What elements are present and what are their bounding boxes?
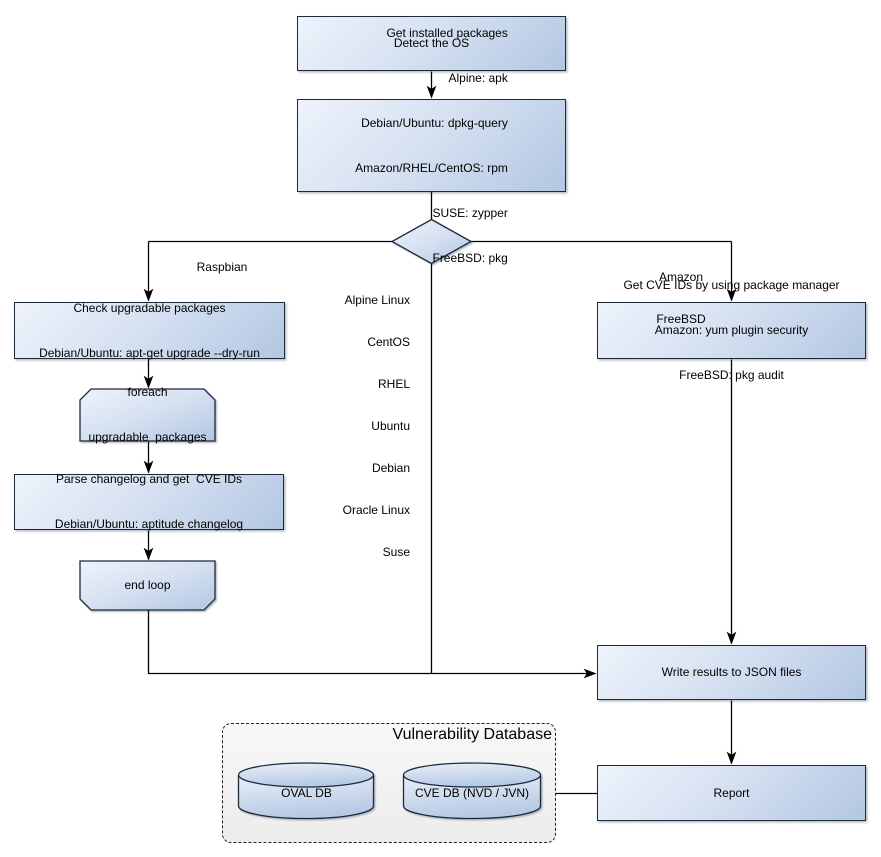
node-get-cve-ids: Get CVE IDs by using package manager Ama… bbox=[597, 278, 866, 382]
node-write-results: Write results to JSON files bbox=[597, 645, 866, 700]
text-line: Amazon: yum plugin security bbox=[654, 323, 809, 337]
text-line: FreeBSD: pkg audit bbox=[679, 368, 784, 382]
text-line: Debian/Ubuntu: aptitude changelog bbox=[54, 517, 244, 531]
text-line: Debian/Ubuntu: dpkg-query bbox=[361, 115, 508, 130]
text-line: Oracle Linux bbox=[342, 503, 410, 517]
text-line: Amazon bbox=[658, 270, 704, 284]
text-line: foreach bbox=[127, 385, 168, 399]
text-line: Alpine Linux bbox=[344, 293, 410, 307]
loop-end-label: end loop bbox=[80, 561, 215, 610]
oval-db-label: OVAL DB bbox=[281, 786, 332, 800]
loop-start-label: foreach upgradable packages bbox=[80, 385, 215, 444]
cve-db-label: CVE DB (NVD / JVN) bbox=[414, 786, 529, 800]
text-line: FreeBSD bbox=[656, 312, 706, 326]
node-parse-changelog: Parse changelog and get CVE IDs Debian/U… bbox=[14, 472, 284, 531]
node-detect-os-label: Detect the OS bbox=[393, 36, 470, 50]
text-line: Parse changelog and get CVE IDs bbox=[55, 472, 243, 486]
text-line: Check upgradable packages bbox=[73, 300, 226, 315]
text-line: Debian bbox=[371, 461, 410, 475]
node-report-label: Report bbox=[713, 785, 750, 800]
text-line: Ubuntu bbox=[371, 419, 410, 433]
node-check-upgradable: Check upgradable packages Debian/Ubuntu:… bbox=[14, 301, 285, 360]
node-get-installed-packages: Get installed packages Alpine: apk Debia… bbox=[297, 26, 566, 265]
edge-label-raspbian: Raspbian bbox=[196, 260, 248, 274]
text-line: upgradable packages bbox=[88, 430, 207, 444]
text-line: RHEL bbox=[377, 377, 410, 391]
node-detect-os: Detect the OS bbox=[297, 16, 566, 71]
text-line: SUSE: zypper bbox=[432, 205, 508, 220]
text-line: end loop bbox=[124, 578, 171, 592]
node-parse-changelog-label: Parse changelog and get CVE IDs Debian/U… bbox=[55, 442, 243, 562]
text-line: Suse bbox=[382, 545, 410, 559]
edge-endloop-to-write bbox=[147, 610, 597, 679]
vulnerability-database-group: Vulnerability Database bbox=[222, 723, 556, 843]
text-line: FreeBSD: pkg bbox=[432, 250, 508, 265]
text-line: Amazon/RHEL/CentOS: rpm bbox=[355, 160, 508, 175]
text-line: Alpine: apk bbox=[448, 70, 508, 85]
text-line: Get installed packages bbox=[386, 25, 508, 40]
edge-label-os-list: Alpine Linux CentOS RHEL Ubuntu Debian O… bbox=[343, 265, 410, 587]
text-line: Get CVE IDs by using package manager bbox=[623, 278, 840, 292]
text-line: CentOS bbox=[367, 335, 410, 349]
node-report: Report bbox=[597, 765, 866, 821]
text-line: Debian/Ubuntu: apt-get upgrade --dry-run bbox=[39, 345, 260, 360]
node-get-installed-packages-label: Get installed packages Alpine: apk Debia… bbox=[355, 0, 508, 296]
node-get-cve-ids-label: Get CVE IDs by using package manager Ama… bbox=[623, 248, 839, 413]
edge-label-amazon-freebsd: Amazon FreeBSD bbox=[631, 242, 731, 354]
node-check-upgradable-label: Check upgradable packages Debian/Ubuntu:… bbox=[39, 271, 260, 391]
group-title: Vulnerability Database bbox=[392, 726, 553, 743]
node-write-results-label: Write results to JSON files bbox=[661, 665, 802, 679]
